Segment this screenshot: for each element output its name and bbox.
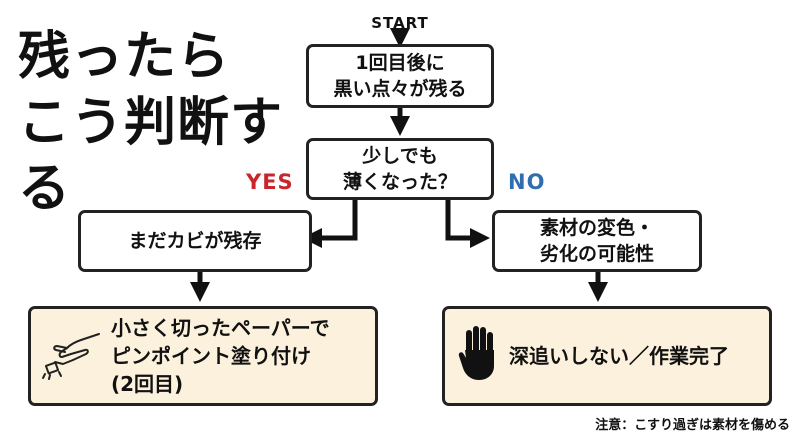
yes-action-line-2: ピンポイント塗り付け <box>111 344 311 368</box>
start-label: START <box>371 14 429 32</box>
title-line-1: 残ったら <box>18 27 231 87</box>
title-line-2: こう判断する <box>18 93 284 219</box>
question-line-2: 薄くなった？ <box>342 171 457 193</box>
step1-line-2: 黒い点々が残る <box>333 78 467 100</box>
hand-applying-paper-icon <box>41 326 105 387</box>
no-step-line-2: 劣化の可能性 <box>539 243 654 265</box>
arrow-question-to-no <box>445 198 490 248</box>
page-title: 残ったら こう判断する <box>18 24 318 222</box>
arrow-question-to-yes <box>302 198 358 248</box>
step1-line-1: 1回目後に <box>355 52 445 74</box>
question-line-1: 少しでも <box>362 145 438 167</box>
no-label: NO <box>508 170 546 194</box>
yes-action-line-3: (2回目) <box>111 372 184 396</box>
yes-step-text: まだカビが残存 <box>128 230 262 252</box>
no-action-text: 深追いしない／作業完了 <box>509 344 729 368</box>
no-step-box: 素材の変色・ 劣化の可能性 <box>492 210 702 272</box>
yes-action-line-1: 小さく切ったペーパーで <box>111 316 330 340</box>
yes-label: YES <box>246 170 294 194</box>
yes-action-box: 小さく切ったペーパーで ピンポイント塗り付け (2回目) <box>28 306 378 406</box>
footer-note: 注意：こすり過ぎは素材を傷める <box>595 418 790 433</box>
stop-hand-icon <box>457 324 501 389</box>
no-step-line-1: 素材の変色・ <box>539 217 654 239</box>
step1-box: 1回目後に 黒い点々が残る <box>306 44 494 108</box>
yes-step-box: まだカビが残存 <box>78 210 312 272</box>
question-box: 少しでも 薄くなった？ <box>306 138 494 200</box>
no-action-box: 深追いしない／作業完了 <box>442 306 772 406</box>
